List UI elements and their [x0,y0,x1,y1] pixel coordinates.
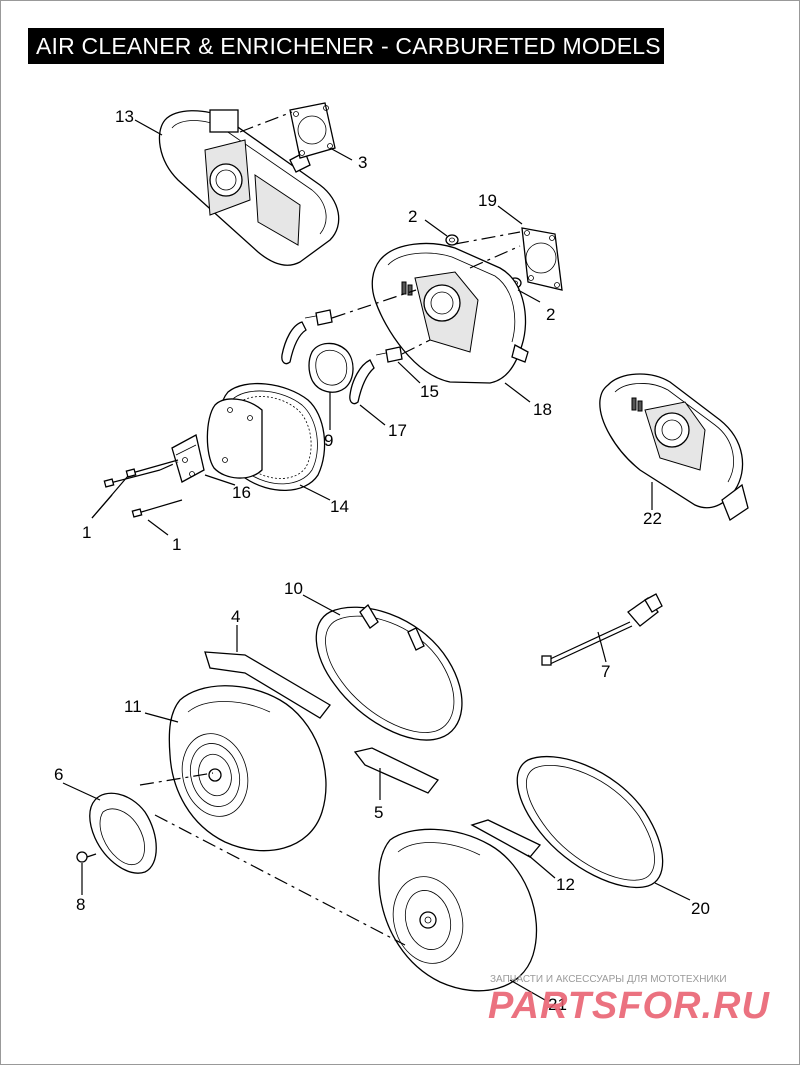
callout-9: 9 [324,431,333,450]
part-20-trim-ring [516,756,664,888]
part-15-breather-bolts [304,309,403,363]
callout-18: 18 [533,400,552,419]
watermark-tagline: ЗАПЧАСТИ И АКСЕССУАРЫ ДЛЯ МОТОТЕХНИКИ [490,974,727,985]
callout-5: 5 [374,803,383,822]
callout-19: 19 [478,191,497,210]
callout-10: 10 [284,579,303,598]
part-1-screws [103,459,183,518]
part-9-gasket [308,342,354,393]
part-6-medallion [89,792,157,874]
part-12-seal-strip [470,819,542,858]
callout-6: 6 [54,765,63,784]
leader-lines [62,119,691,1001]
callout-22: 22 [643,509,662,528]
callout-20: 20 [691,899,710,918]
part-11-cover [168,685,327,852]
part-18-backplate-assembly [371,242,529,384]
callout-2-upper: 2 [408,207,417,226]
part-19-gasket [521,227,563,291]
part-17-breather-hoses [281,321,375,405]
callout-1-right: 1 [172,535,181,554]
part-7-enrichener-cable [541,593,663,666]
callout-14: 14 [330,497,349,516]
part-21-cover [378,828,538,992]
callout-11: 11 [124,697,142,716]
callout-16: 16 [232,483,251,502]
part-4-seal-strip [204,651,331,719]
part-3-gasket [289,102,336,159]
callout-1-left: 1 [82,523,91,542]
callout-12: 12 [556,875,575,894]
callout-7: 7 [601,662,610,681]
watermark-logo: PARTSFOR.RU [488,985,770,1027]
part-8-screw [76,851,97,863]
callout-3: 3 [358,153,367,172]
part-14-filter-element [206,382,326,492]
callout-4: 4 [231,607,240,626]
callout-2-lower: 2 [546,305,555,324]
callout-17: 17 [388,421,407,440]
callout-labels: 13 3 2 19 2 15 18 9 17 16 14 1 1 22 10 4… [54,107,710,1014]
callout-8: 8 [76,895,85,914]
part-10-trim-ring [315,603,463,741]
part-16-bracket [171,434,205,483]
callout-21: 21 [548,995,567,1014]
callout-13: 13 [115,107,134,126]
part-5-seal-strip [353,747,440,794]
page-title: AIR CLEANER & ENRICHENER - CARBURETED MO… [28,28,664,64]
alignment-lines [139,111,521,946]
callout-15: 15 [420,382,439,401]
part-22-backplate [599,373,749,521]
